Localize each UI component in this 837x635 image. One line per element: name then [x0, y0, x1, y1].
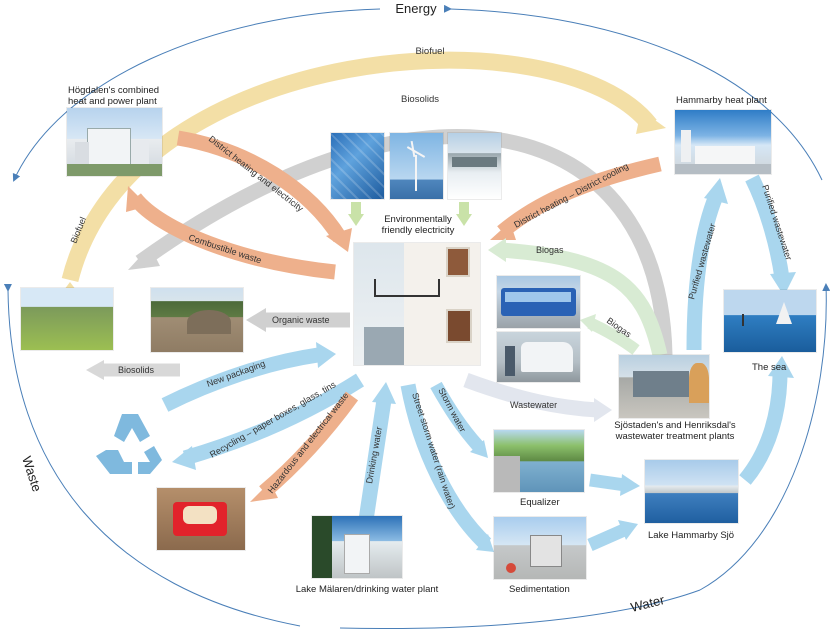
- storm-water-label: Storm water: [436, 386, 468, 434]
- new-packaging-arrow: [161, 347, 320, 412]
- energy-cycle-line-right: [443, 4, 823, 181]
- lake-to-sea-arrow: [739, 371, 788, 485]
- water-cycle-title: Water: [629, 592, 666, 615]
- field-photo: [21, 288, 113, 350]
- energy-cycle-title: Energy: [395, 1, 437, 16]
- biogas-top-arrow: [499, 242, 668, 357]
- recycling-symbol-icon: [96, 414, 162, 474]
- biofuel-top-arrow: [61, 51, 657, 283]
- drinking-water-arrow: [358, 398, 392, 522]
- sedimentation-to-lake-arrow: [587, 524, 627, 551]
- housing-photo: [354, 243, 480, 365]
- treatment-plant-photo: [619, 355, 709, 418]
- compost-photo: [151, 288, 243, 352]
- wind-turbine-photo: [390, 133, 443, 199]
- lake-malaren-photo: [312, 516, 402, 578]
- wastewater-label: Wastewater: [510, 400, 557, 410]
- sedimentation-photo: [494, 517, 586, 579]
- sedimentation-label: Sedimentation: [509, 584, 570, 595]
- combustible-waste-label: Combustible waste: [187, 232, 262, 265]
- wastewater-arrow: [463, 372, 599, 418]
- water-cycle-line-right: [699, 283, 831, 591]
- hogdalen-label: Högdalen's combined heat and power plant: [68, 85, 160, 107]
- lake-hammarby-label: Lake Hammarby Sjö: [648, 530, 735, 541]
- water-cycle-line: [339, 589, 701, 630]
- hydro-dam-photo: [448, 133, 501, 199]
- friendly-electricity-label: Environmentally friendly electricity: [381, 214, 455, 236]
- lake-hammarby-photo: [645, 460, 738, 523]
- biogas-top-label: Biogas: [536, 245, 564, 255]
- biosolids-arrowhead: [128, 246, 160, 270]
- lake-malaren-label: Lake Mälaren/drinking water plant: [295, 584, 439, 595]
- the-sea-label: The sea: [752, 362, 787, 373]
- biosolids-left-label: Biosolids: [118, 365, 155, 375]
- equalizer-label: Equalizer: [520, 497, 560, 508]
- equalizer-photo: [494, 430, 584, 492]
- combustible-waste-arrow: [129, 193, 336, 280]
- recycling-arrow: [182, 373, 365, 466]
- street-storm-arrow: [400, 383, 492, 550]
- hammarby-heat-label: Hammarby heat plant: [676, 95, 767, 106]
- purified-up-arrow: [686, 193, 723, 351]
- district-heating-electricity-arrow: [176, 130, 347, 243]
- biosolids-arc: [135, 129, 673, 356]
- solar-panels-photo: [331, 133, 384, 199]
- biogas-lower-arrow: [587, 317, 640, 355]
- hogdalen-photo: [67, 108, 162, 176]
- district-heating-cooling-arrow: [497, 156, 662, 238]
- biosolids-top-label: Biosolids: [401, 94, 439, 105]
- sea-photo: [724, 290, 816, 352]
- waste-cycle-title: Waste: [19, 454, 45, 493]
- purified-down-arrow: [745, 174, 790, 280]
- combustible-waste-arrowhead: [126, 186, 148, 212]
- waste-cycle-line: [3, 283, 301, 627]
- bus-photo: [497, 276, 580, 328]
- storm-water-arrow: [430, 381, 483, 451]
- equalizer-to-lake-arrow: [589, 473, 626, 492]
- district-heating-electricity-arrowhead: [326, 228, 352, 252]
- hazardous-box-photo: [157, 488, 245, 550]
- wastewater-plants-label: Sjöstaden's and Henriksdal's wastewater …: [614, 420, 736, 442]
- van-photo: [497, 332, 580, 382]
- hazardous-arrow: [259, 391, 359, 498]
- hammarby-heat-photo: [675, 110, 771, 174]
- organic-waste-label: Organic waste: [272, 315, 330, 325]
- biofuel-top-label: Biofuel: [415, 46, 444, 57]
- energy-cycle-line: [12, 8, 381, 182]
- biofuel-top-arrowhead: [636, 110, 666, 134]
- district-heating-cooling-arrowhead: [490, 222, 516, 240]
